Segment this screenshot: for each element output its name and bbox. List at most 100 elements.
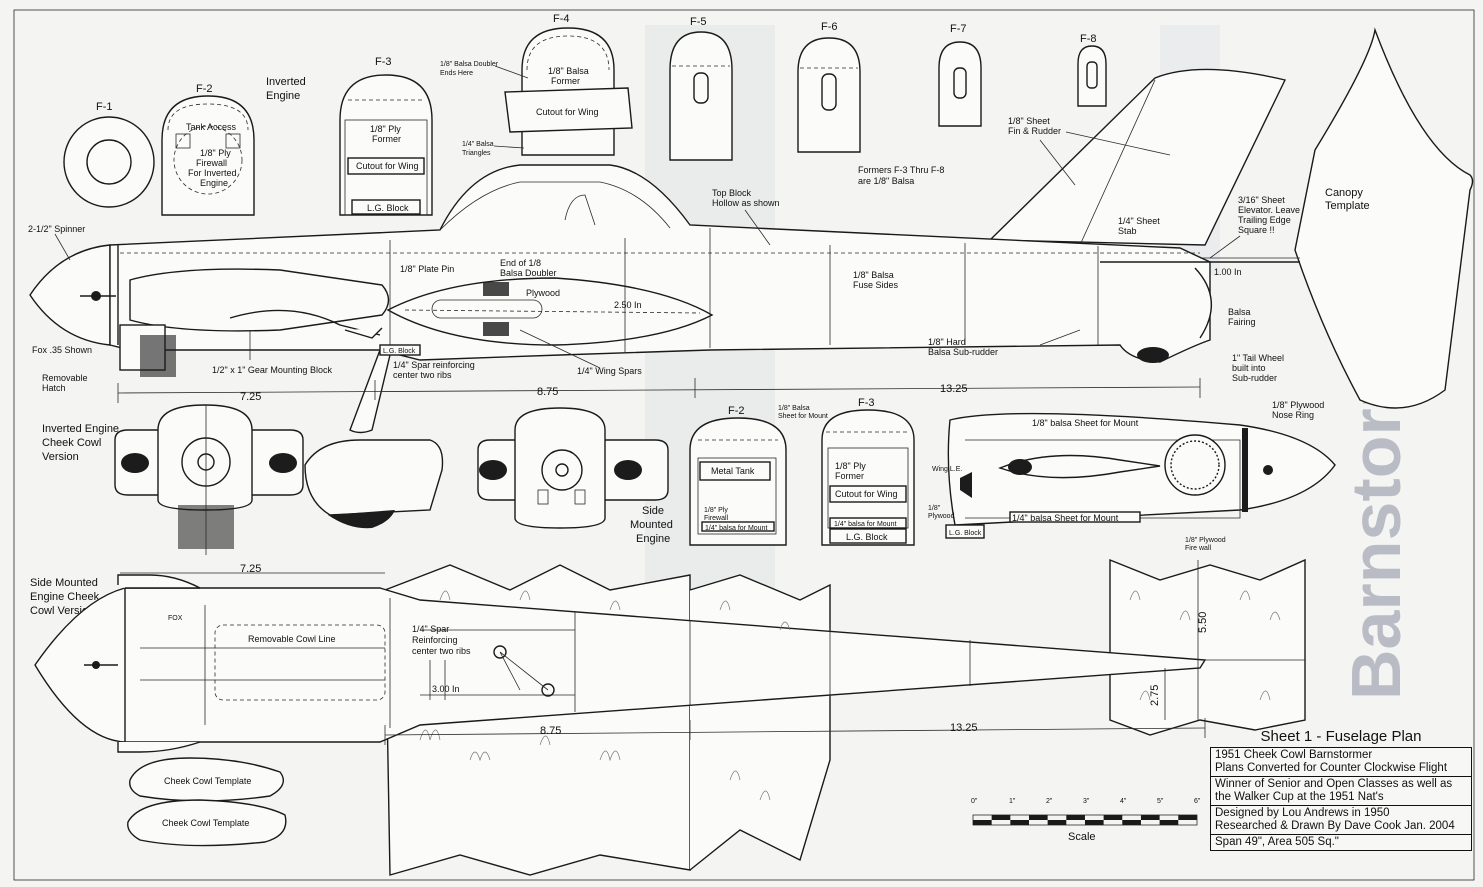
former-f1: F-1 (63, 101, 155, 208)
former-f8: F-8 (1077, 33, 1107, 107)
scale-block (1178, 815, 1197, 820)
former-f6: F-6 (797, 21, 861, 153)
svg-text:Nose Ring: Nose Ring (1272, 410, 1314, 420)
svg-text:Stab: Stab (1118, 226, 1137, 236)
svg-text:Engine: Engine (636, 533, 670, 545)
svg-text:FOX: FOX (168, 615, 183, 622)
scale-block (1140, 815, 1160, 820)
title-line: Researched & Drawn By Dave Cook Jan. 200… (1215, 820, 1455, 832)
svg-text:Fin & Rudder: Fin & Rudder (1008, 126, 1061, 136)
svg-text:Engine Cheek: Engine Cheek (30, 591, 100, 603)
former-f4: F-4 1/8" Balsa Former Cutout for Wing 1/… (440, 13, 633, 157)
svg-text:0": 0" (971, 798, 978, 805)
svg-text:center two ribs: center two ribs (393, 370, 452, 380)
svg-text:4": 4" (1120, 798, 1127, 805)
scale-block (1010, 820, 1029, 825)
svg-text:Sheet for Mount: Sheet for Mount (778, 413, 828, 420)
svg-text:Elevator. Leave: Elevator. Leave (1238, 205, 1300, 215)
scale-block (1122, 820, 1141, 825)
svg-text:Metal Tank: Metal Tank (711, 466, 755, 476)
svg-text:2": 2" (1046, 798, 1053, 805)
scale-block (1066, 815, 1085, 820)
svg-text:Fire wall: Fire wall (1185, 545, 1212, 552)
former-f1-label: F-1 (96, 101, 113, 113)
title-line: Span 49", Area 505 Sq." (1215, 836, 1339, 848)
svg-text:Inverted: Inverted (266, 76, 306, 88)
scale-block (1159, 820, 1179, 825)
svg-text:F-4: F-4 (553, 13, 570, 25)
svg-text:1/8" Plywood: 1/8" Plywood (1272, 400, 1324, 410)
svg-text:built into: built into (1232, 363, 1266, 373)
svg-text:8.75: 8.75 (537, 386, 558, 398)
svg-text:1/8" Sheet: 1/8" Sheet (1008, 116, 1050, 126)
scale-block (973, 820, 992, 825)
title-line: 1951 Cheek Cowl Barnstormer (1215, 749, 1373, 761)
svg-text:Top Block: Top Block (712, 188, 752, 198)
svg-text:Fuse Sides: Fuse Sides (853, 280, 899, 290)
svg-text:Firewall: Firewall (196, 158, 227, 168)
svg-text:Sub-rudder: Sub-rudder (1232, 373, 1277, 383)
svg-text:1/8" Ply: 1/8" Ply (704, 507, 728, 514)
svg-text:1": 1" (1009, 798, 1016, 805)
sheet-title: Sheet 1 - Fuselage Plan (1260, 728, 1422, 745)
svg-text:Mounted: Mounted (630, 519, 673, 531)
svg-text:1/8" Balsa: 1/8" Balsa (853, 270, 894, 280)
svg-text:Cheek Cowl Template: Cheek Cowl Template (164, 776, 251, 786)
svg-text:Removable: Removable (42, 373, 88, 383)
top-dimensions: 7.25 8.75 13.25 5.50 2.75 (120, 560, 1209, 745)
sheet-border (13, 9, 1475, 881)
svg-text:F-5: F-5 (690, 16, 707, 28)
svg-text:Inverted Engine: Inverted Engine (42, 423, 119, 435)
svg-text:Former: Former (372, 134, 401, 144)
former-f3-side-mount: F-3 1/8" Ply Former Cutout for Wing 1/4"… (821, 397, 915, 546)
svg-text:Plywood: Plywood (928, 513, 955, 520)
svg-text:Balsa: Balsa (1228, 307, 1251, 317)
svg-text:1/2" x 1" Gear Mounting Block: 1/2" x 1" Gear Mounting Block (212, 365, 332, 375)
svg-text:Engine: Engine (200, 178, 228, 188)
svg-text:3.00 In: 3.00 In (432, 684, 460, 694)
title-line: Winner of Senior and Open Classes as wel… (1215, 778, 1453, 790)
svg-text:1/4" Sheet: 1/4" Sheet (1118, 216, 1160, 226)
former-f5: F-5 (669, 16, 733, 161)
svg-text:Square !!: Square !! (1238, 225, 1275, 235)
svg-text:Canopy: Canopy (1325, 187, 1363, 199)
svg-text:1/8" Hard: 1/8" Hard (928, 337, 966, 347)
side-mount-nose-detail: L.G. Block (945, 412, 1336, 539)
svg-text:Cutout for Wing: Cutout for Wing (356, 161, 419, 171)
svg-text:1/8" balsa Sheet for Mount: 1/8" balsa Sheet for Mount (1032, 418, 1139, 428)
svg-text:13.25: 13.25 (950, 722, 978, 734)
scale-block (1084, 820, 1104, 825)
title-block: Sheet 1 - Fuselage Plan 1951 Cheek Cowl … (1210, 728, 1472, 851)
svg-text:center two ribs: center two ribs (412, 646, 471, 656)
fin-rudder: 1/8" Sheet Fin & Rudder (988, 68, 1287, 246)
svg-text:1/4" Spar reinforcing: 1/4" Spar reinforcing (393, 360, 475, 370)
former-f3: F-3 1/8" Ply Former Cutout for Wing L.G.… (339, 56, 433, 216)
svg-text:Hatch: Hatch (42, 383, 66, 393)
scale-block (1047, 820, 1067, 825)
svg-text:are 1/8" Balsa: are 1/8" Balsa (858, 176, 914, 186)
scale-block (991, 815, 1011, 820)
svg-text:Triangles: Triangles (462, 150, 491, 157)
svg-text:Cheek Cowl Template: Cheek Cowl Template (162, 818, 249, 828)
svg-text:Ends Here: Ends Here (440, 70, 473, 77)
svg-text:End of 1/8: End of 1/8 (500, 258, 541, 268)
cheek-cowl-side (304, 439, 444, 529)
svg-text:Cheek Cowl: Cheek Cowl (42, 437, 101, 449)
title-line: Plans Converted for Counter Clockwise Fl… (1215, 762, 1448, 774)
svg-text:1/8" Ply: 1/8" Ply (370, 124, 401, 134)
svg-text:7.25: 7.25 (240, 391, 261, 403)
svg-text:Version: Version (42, 451, 79, 463)
svg-text:1/8": 1/8" (928, 505, 941, 512)
svg-text:1/8" Ply: 1/8" Ply (200, 148, 231, 158)
svg-text:Hollow as shown: Hollow as shown (712, 198, 780, 208)
svg-text:7.25: 7.25 (240, 563, 261, 575)
svg-text:Wing L.E.: Wing L.E. (932, 466, 962, 473)
svg-text:5.50: 5.50 (1197, 612, 1209, 633)
title-row-specs: Span 49", Area 505 Sq." (1210, 834, 1472, 851)
svg-text:2-1/2" Spinner: 2-1/2" Spinner (28, 224, 85, 234)
former-f7: F-7 (938, 23, 982, 127)
svg-text:Balsa Doubler: Balsa Doubler (500, 268, 557, 278)
svg-text:Former: Former (835, 471, 864, 481)
svg-text:Reinforcing: Reinforcing (412, 635, 458, 645)
svg-text:Removable Cowl Line: Removable Cowl Line (248, 634, 336, 644)
